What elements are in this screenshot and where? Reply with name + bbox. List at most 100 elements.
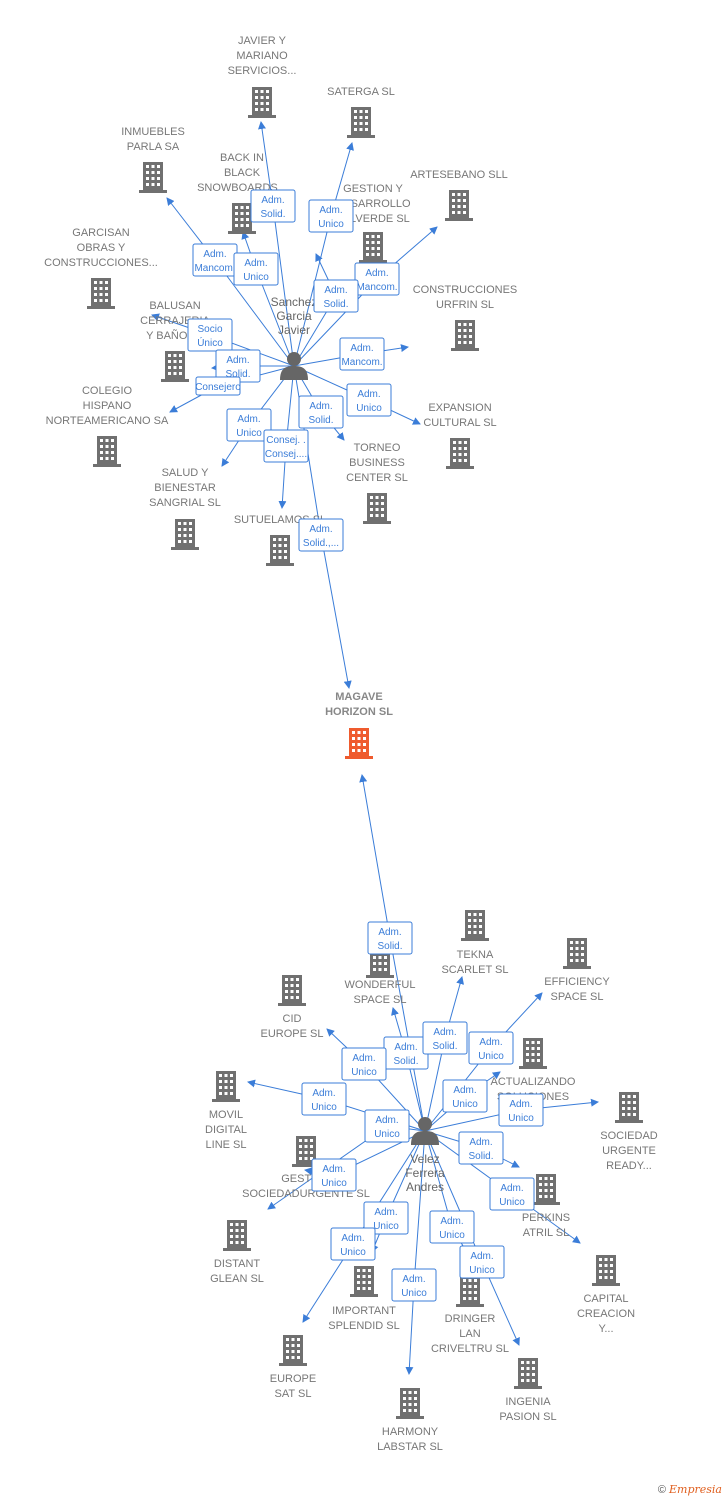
company-efficiency[interactable] xyxy=(563,938,591,969)
role-box-20[interactable]: Adm.Unico xyxy=(341,1047,387,1081)
role-box-29[interactable]: Adm.Unico xyxy=(429,1210,475,1244)
company-capital[interactable] xyxy=(592,1255,620,1286)
role-box-11[interactable]: Adm.Unico xyxy=(346,383,392,417)
role-box-25[interactable]: Adm.Solid. xyxy=(458,1131,504,1165)
role-box-16[interactable]: Adm.Solid. xyxy=(367,921,413,955)
role-box-9[interactable]: Consejero xyxy=(195,376,241,396)
company-javier[interactable] xyxy=(248,87,276,118)
label-line: LAN xyxy=(459,1328,480,1340)
role-text: Unico xyxy=(401,1288,427,1299)
company-saterga[interactable] xyxy=(347,107,375,138)
role-text: Unico xyxy=(351,1067,377,1078)
company-garcisan[interactable] xyxy=(87,278,115,309)
role-text: Consejero xyxy=(195,382,241,393)
role-box-13[interactable]: Adm.Solid. xyxy=(298,395,344,429)
role-box-6[interactable]: Adm.Solid. xyxy=(313,279,359,313)
role-box-17[interactable]: Adm.Solid. xyxy=(383,1036,429,1070)
label-line: JAVIER Y xyxy=(238,35,287,47)
role-box-3[interactable]: Adm.Mancom. xyxy=(192,243,238,277)
role-text: Unico xyxy=(508,1113,534,1124)
role-box-15[interactable]: Adm.Solid.,... xyxy=(298,518,344,552)
company-perkins[interactable] xyxy=(532,1174,560,1205)
role-box-frame xyxy=(298,518,344,552)
company-balusan[interactable] xyxy=(161,351,189,382)
label-line: HARMONY xyxy=(382,1426,439,1438)
company-artesebano-label[interactable]: ARTESEBANO SLL xyxy=(410,169,508,181)
company-saterga-label[interactable]: SATERGA SL xyxy=(327,86,395,98)
role-box-19[interactable]: Adm.Unico xyxy=(468,1031,514,1065)
company-dringer[interactable] xyxy=(456,1276,484,1307)
role-box-2[interactable]: Adm.Unico xyxy=(308,199,354,233)
role-box-24[interactable]: Adm.Unico xyxy=(364,1109,410,1143)
role-text: Unico xyxy=(374,1129,400,1140)
role-box-27[interactable]: Adm.Unico xyxy=(363,1201,409,1235)
company-torneo[interactable] xyxy=(363,493,391,524)
company-sutuelamos[interactable] xyxy=(266,535,294,566)
role-box-23[interactable]: Adm.Unico xyxy=(301,1082,347,1116)
role-box-26[interactable]: Adm.Unico xyxy=(489,1177,535,1211)
company-movil[interactable] xyxy=(212,1071,240,1102)
role-box-22[interactable]: Adm.Unico xyxy=(498,1093,544,1127)
role-box-14[interactable]: Consej. .Consej.... xyxy=(263,429,309,463)
role-box-28[interactable]: Adm.Unico xyxy=(330,1227,376,1261)
company-important[interactable] xyxy=(350,1266,378,1297)
role-box-30[interactable]: Adm.Unico xyxy=(459,1245,505,1279)
role-box-31[interactable]: Adm.Unico xyxy=(391,1268,437,1302)
company-expansion[interactable] xyxy=(446,438,474,469)
company-colegio[interactable] xyxy=(93,436,121,467)
company-distant[interactable] xyxy=(223,1220,251,1251)
company-tekna[interactable] xyxy=(461,910,489,941)
company-harmony[interactable] xyxy=(396,1388,424,1419)
company-cid[interactable] xyxy=(278,975,306,1006)
role-text: Unico xyxy=(236,428,262,439)
company-salud[interactable] xyxy=(171,519,199,550)
company-sociedad[interactable] xyxy=(615,1092,643,1123)
company-ingenia[interactable] xyxy=(514,1358,542,1389)
role-box-12[interactable]: Adm.Unico xyxy=(226,408,272,442)
role-box-10[interactable]: Adm.Mancom. xyxy=(339,337,385,371)
main-company[interactable] xyxy=(345,728,373,759)
person-p2[interactable] xyxy=(411,1117,439,1145)
company-actualizando[interactable] xyxy=(519,1038,547,1069)
role-box-21[interactable]: Adm.Unico xyxy=(442,1079,488,1113)
role-box-5[interactable]: Adm.Mancom. xyxy=(354,262,400,296)
company-urfrin[interactable] xyxy=(451,320,479,351)
company-europe-sat[interactable] xyxy=(279,1335,307,1366)
role-text: Unico xyxy=(243,272,269,283)
role-box-18[interactable]: Adm.Solid. xyxy=(422,1021,468,1055)
company-inmuebles[interactable] xyxy=(139,162,167,193)
role-box-32[interactable]: Adm.Unico xyxy=(311,1158,357,1192)
role-box-4[interactable]: Adm.Unico xyxy=(233,252,279,286)
company-artesebano[interactable] xyxy=(445,190,473,221)
company-gestion[interactable] xyxy=(359,232,387,263)
role-box-1[interactable]: Adm.Solid. xyxy=(250,189,296,223)
